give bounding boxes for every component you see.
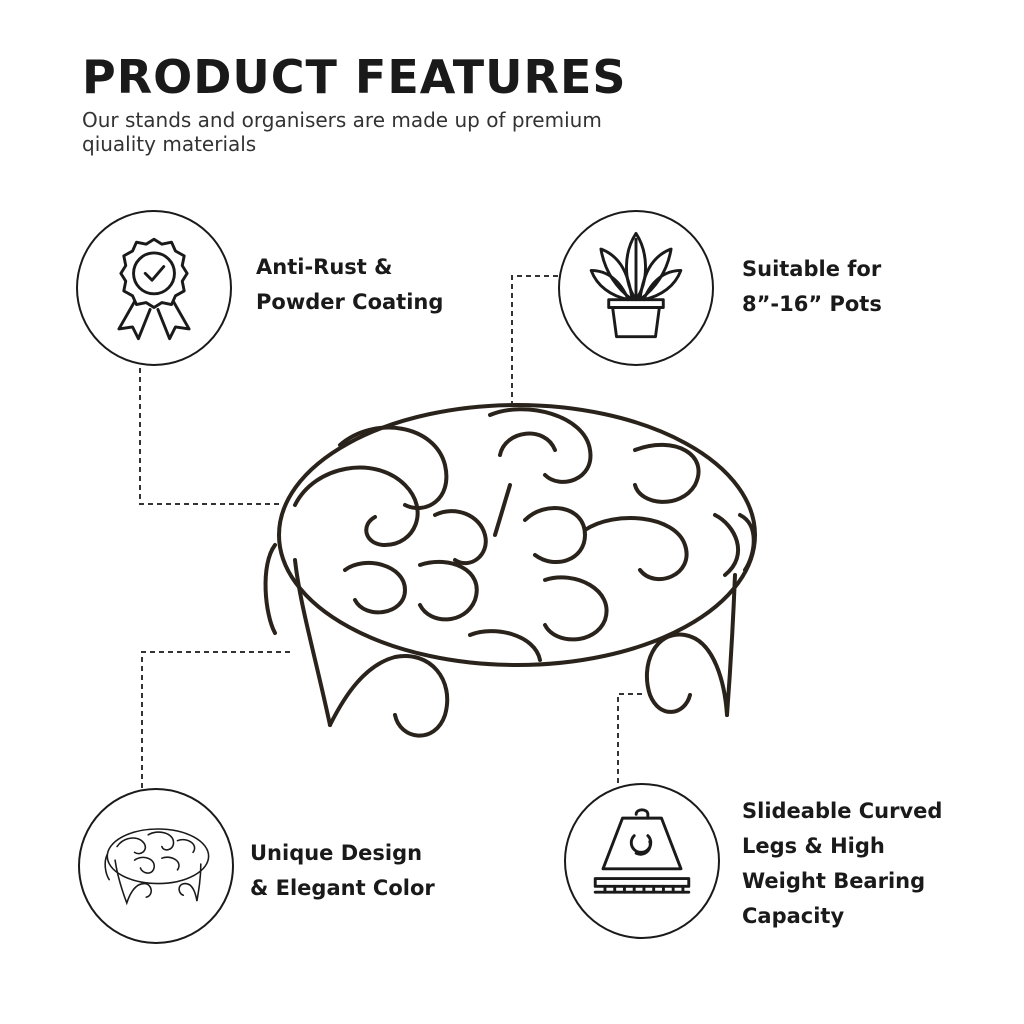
page-subtitle: Our stands and organisers are made up of… [82, 108, 642, 156]
feature-weight-line-4: Capacity [742, 904, 845, 928]
feature-label-pots: Suitable for 8”-16” Pots [742, 252, 882, 322]
connector-pots [511, 275, 558, 405]
award-badge-icon [117, 237, 191, 341]
feature-weight-line-3: Weight Bearing [742, 869, 926, 893]
potted-plant-icon [589, 231, 683, 339]
feature-circle-weight [564, 783, 720, 939]
subtitle-line-1: Our stands and organisers are made up of… [82, 108, 602, 132]
feature-rust-line-2: Powder Coating [256, 290, 444, 314]
connector-rust [139, 368, 282, 505]
page-title: PRODUCT FEATURES [82, 50, 627, 104]
connector-design [141, 651, 290, 788]
feature-circle-design [78, 788, 234, 944]
feature-rust-line-1: Anti-Rust & [256, 255, 393, 279]
weight-icon [593, 808, 691, 894]
feature-circle-rust [76, 210, 232, 366]
feature-design-line-2: & Elegant Color [250, 876, 435, 900]
subtitle-line-2: qiuality materials [82, 132, 257, 156]
connector-weight [617, 693, 643, 783]
feature-weight-line-2: Legs & High [742, 834, 885, 858]
feature-label-weight: Slideable Curved Legs & High Weight Bear… [742, 794, 942, 934]
feature-label-rust: Anti-Rust & Powder Coating [256, 250, 443, 320]
feature-weight-line-1: Slideable Curved [742, 799, 943, 823]
feature-design-line-1: Unique Design [250, 841, 423, 865]
plant-stand-image [263, 403, 757, 738]
feature-label-design: Unique Design & Elegant Color [250, 836, 435, 906]
feature-circle-pots [558, 210, 714, 366]
feature-pots-line-1: Suitable for [742, 257, 882, 281]
stand-thumbnail-icon [104, 828, 210, 906]
feature-pots-line-2: 8”-16” Pots [742, 292, 882, 316]
